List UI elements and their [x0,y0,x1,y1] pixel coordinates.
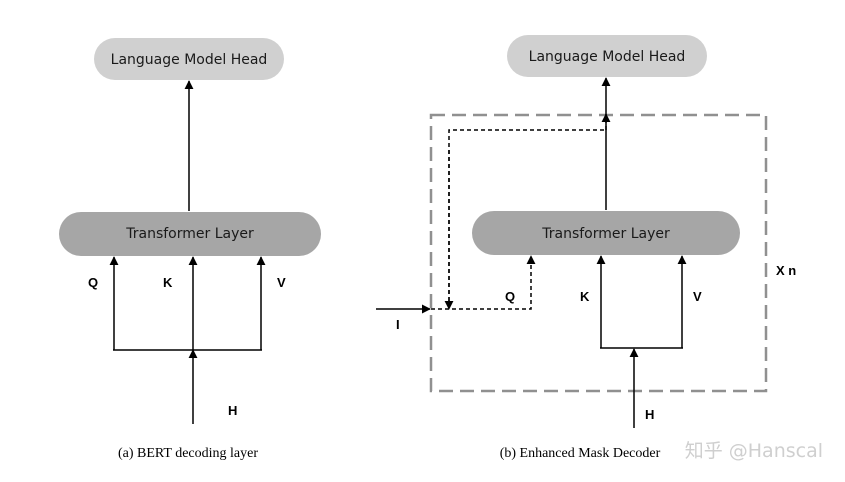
left-h-label: H [228,403,237,418]
left-q-label: Q [88,275,98,290]
right-v-label: V [693,289,702,304]
repeat-label: X n [776,263,796,278]
left-lm-head-box [94,38,284,80]
left-caption: (a) BERT decoding layer [118,446,258,461]
right-caption: (b) Enhanced Mask Decoder [500,446,661,461]
watermark-text: 知乎 @Hanscal [685,440,823,462]
left-diagram: Language Model Head Transformer Layer Q … [59,38,321,461]
right-lm-head-box [507,35,707,77]
right-transformer-layer-label: Transformer Layer [541,226,670,242]
left-k-label: K [163,275,173,290]
right-lm-head-label: Language Model Head [529,49,686,65]
left-transformer-layer-box [59,212,321,256]
right-k-label: K [580,289,590,304]
dashed-q-path [431,255,536,310]
right-i-label: I [396,317,400,332]
right-transformer-layer-box [472,211,740,255]
right-diagram: Language Model Head Transformer Layer I … [376,35,796,461]
left-lm-head-label: Language Model Head [111,52,268,68]
left-transformer-layer-label: Transformer Layer [125,226,254,242]
right-h-label: H [645,407,654,422]
right-q-label: Q [505,289,515,304]
left-v-label: V [277,275,286,290]
repeat-block-frame [429,113,768,393]
